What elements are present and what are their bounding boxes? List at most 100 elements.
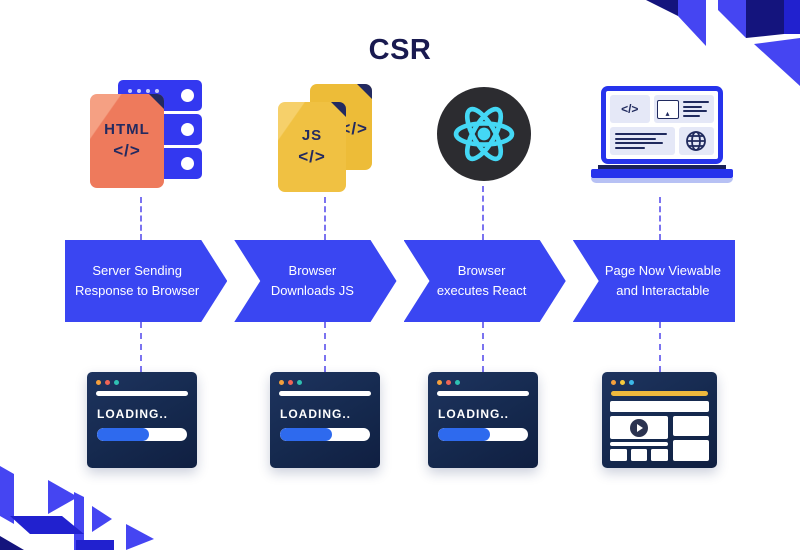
text-lines: [682, 101, 711, 117]
loading-browser-window: LOADING..: [87, 372, 197, 468]
dashed-connector: [482, 186, 484, 240]
step-label-line1: Browser: [288, 262, 337, 278]
code-glyph: </>: [113, 141, 141, 160]
progress-fill: [438, 428, 491, 441]
progress-fill: [97, 428, 150, 441]
page-header-bar: [610, 401, 709, 412]
globe-icon: [686, 131, 707, 151]
article-panel: ▴: [653, 95, 714, 123]
react-logo-circle: [437, 87, 531, 181]
progress-bar: [438, 428, 528, 441]
html-file-label: HTML: [104, 121, 150, 138]
server-indicator: [181, 157, 194, 170]
window-controls: [279, 380, 302, 385]
loaded-page-layout: [610, 401, 709, 461]
sidebar-block: [672, 416, 709, 436]
address-bar: [611, 391, 708, 396]
laptop-hinge: [598, 165, 726, 169]
thumbnail: [610, 449, 627, 461]
image-thumbnail-icon: ▴: [656, 99, 679, 119]
step-label-line2: executes React: [436, 283, 527, 298]
loading-browser-window: LOADING..: [270, 372, 380, 468]
js-file-front-icon: JS </>: [278, 102, 346, 192]
window-dot-icon: [105, 380, 110, 385]
step-page-viewable: Page Now Viewable and Interactable: [572, 240, 735, 322]
text-lines: [615, 133, 670, 149]
laptop-browser-icon: </> ▴: [591, 86, 733, 183]
html-file-icon: HTML </>: [90, 94, 164, 188]
thumbnail-row: [610, 449, 668, 461]
window-dot-icon: [629, 380, 634, 385]
dashed-connector: [659, 197, 661, 240]
server-indicator: [181, 123, 194, 136]
progress-fill: [280, 428, 333, 441]
window-dot-icon: [437, 380, 442, 385]
window-dot-icon: [114, 380, 119, 385]
step-label-line2: Downloads JS: [270, 283, 354, 298]
window-dot-icon: [96, 380, 101, 385]
play-button-icon: [629, 418, 648, 437]
globe-panel: [678, 127, 714, 155]
window-dot-icon: [446, 380, 451, 385]
server-vents: [128, 89, 132, 93]
laptop-page: </> ▴: [606, 91, 718, 159]
js-files-icon: </> JS </>: [278, 84, 376, 194]
loading-browser-window: LOADING..: [428, 372, 538, 468]
dashed-connector: [324, 322, 326, 372]
server-indicator: [181, 89, 194, 102]
loading-label: LOADING..: [438, 407, 509, 421]
step-label-line2: and Interactable: [616, 283, 710, 298]
progress-bar: [97, 428, 187, 441]
code-panel: </>: [610, 95, 650, 123]
sidebar-block: [672, 440, 709, 461]
process-arrow-band: Server Sending Response to Browser Brows…: [65, 240, 735, 322]
step-label-line1: Browser: [457, 262, 506, 278]
loaded-browser-window: [602, 372, 717, 468]
file-fold-corner: [149, 94, 164, 109]
window-dot-icon: [288, 380, 293, 385]
dashed-connector: [482, 322, 484, 372]
dashed-connector: [659, 322, 661, 372]
laptop-screen: </> ▴: [601, 86, 723, 164]
address-bar: [96, 391, 188, 396]
code-glyph: </>: [340, 118, 368, 138]
html-file-and-server-icon: HTML </>: [90, 80, 204, 190]
text-panel: [610, 127, 675, 155]
window-controls: [611, 380, 634, 385]
address-bar: [437, 391, 529, 396]
step-label-line1: Page Now Viewable: [604, 262, 721, 278]
step-browser-downloads-js: Browser Downloads JS: [234, 240, 396, 322]
dashed-connector: [140, 197, 142, 240]
step-label-line2: Response to Browser: [74, 283, 200, 298]
loading-label: LOADING..: [97, 407, 168, 421]
dashed-connector: [324, 197, 326, 240]
window-dot-icon: [455, 380, 460, 385]
video-panel: [610, 416, 668, 439]
react-atom-icon: [453, 106, 515, 162]
code-glyph: </>: [298, 147, 326, 166]
dashed-connector: [140, 322, 142, 372]
caption-bar: [610, 442, 668, 446]
progress-bar: [280, 428, 370, 441]
loading-label: LOADING..: [280, 407, 351, 421]
corner-decoration-bottom-left: [0, 466, 154, 550]
file-fold-corner: [357, 84, 372, 99]
window-controls: [437, 380, 460, 385]
window-dot-icon: [611, 380, 616, 385]
thumbnail: [630, 449, 648, 461]
address-bar: [279, 391, 371, 396]
react-logo-icon: [437, 87, 531, 181]
js-file-label: JS: [301, 127, 323, 144]
window-dot-icon: [279, 380, 284, 385]
file-fold-corner: [331, 102, 346, 117]
thumbnail: [651, 449, 668, 461]
window-controls: [96, 380, 119, 385]
window-dot-icon: [620, 380, 625, 385]
laptop-base: [591, 169, 733, 178]
step-browser-executes-react: Browser executes React: [404, 240, 566, 322]
page-title: CSR: [368, 34, 432, 66]
step-server-response: Server Sending Response to Browser: [65, 240, 227, 322]
step-label-line1: Server Sending: [92, 262, 182, 278]
laptop-base-edge: [591, 178, 733, 183]
